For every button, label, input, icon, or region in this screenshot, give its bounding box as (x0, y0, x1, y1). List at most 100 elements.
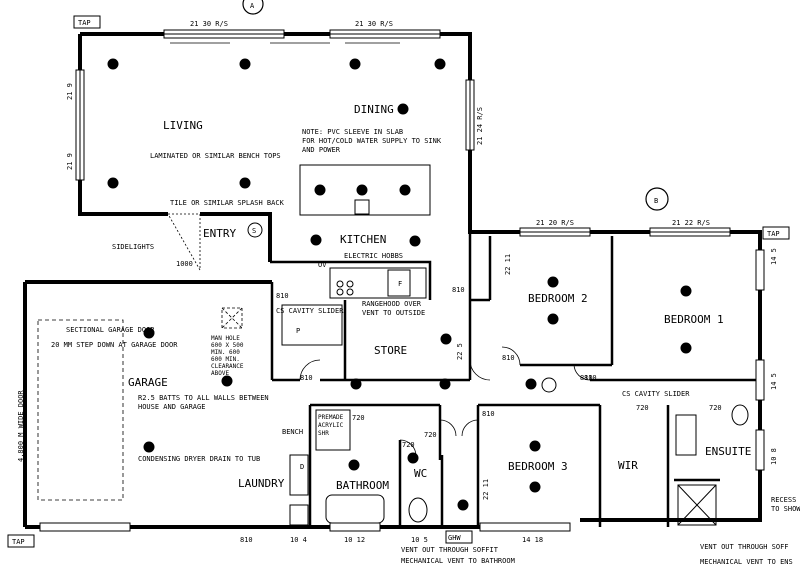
note-vent-soffit: VENT OUT THROUGH SOFFIT (401, 546, 499, 554)
note-premade-3: SHR (318, 430, 329, 437)
note-premade-2: ACRYLIC (318, 422, 344, 429)
note-sidelights: SIDELIGHTS (112, 243, 154, 251)
room-bedroom-3: BEDROOM 3 (508, 460, 568, 473)
dim-door: 810 (584, 374, 597, 382)
note-cavity-slider: CS CAVITY SLIDER (276, 307, 344, 315)
note-vent-soffit-ensuite: VENT OUT THROUGH SOFF (700, 543, 789, 551)
note-splash-back: TILE OR SIMILAR SPLASH BACK (170, 199, 285, 207)
note-dryer-drain: CONDENSING DRYER DRAIN TO TUB (138, 455, 260, 463)
dim-door: 720 (352, 414, 365, 422)
note-bench-tops: LAMINATED OR SIMILAR BENCH TOPS (150, 152, 281, 160)
dim-window-10: 10 8 (770, 448, 778, 465)
note-mech-vent-ensuite: MECHANICAL VENT TO ENS (700, 558, 793, 566)
dim-window-9: 14 5 (770, 373, 778, 390)
note-batts-2: HOUSE AND GARAGE (138, 403, 205, 411)
room-garage: GARAGE (128, 376, 168, 389)
note-manhole-1: MAN HOLE (211, 335, 240, 342)
section-label-a: A (250, 2, 255, 10)
room-bedroom-1: BEDROOM 1 (664, 313, 724, 326)
smoke-alarms (247, 222, 557, 393)
dim-door: 810 (276, 292, 289, 300)
tap-label: TAP (767, 230, 780, 238)
note-recess-1: RECESS (771, 496, 796, 504)
dim-door: 720 (709, 404, 722, 412)
tap-box (762, 226, 790, 240)
section-marker-a (242, 0, 264, 15)
note-cavity-slider-2: CS CAVITY SLIDER (622, 390, 690, 398)
room-entry: ENTRY (203, 227, 236, 240)
fixtures (281, 267, 749, 526)
dim-window-7: 21 22 R/S (672, 219, 710, 227)
interior-walls (270, 232, 760, 527)
dim-door: 720 (402, 441, 415, 449)
room-wir: WIR (618, 459, 638, 472)
garage-door-outline (37, 319, 124, 501)
note-door-width: 4,800 M WIDE DOOR (17, 390, 25, 462)
section-marker-b (645, 187, 669, 211)
dim-door: 810 (240, 536, 253, 544)
section-label-b: B (654, 197, 658, 205)
appliance-pantry-label: P (296, 327, 300, 335)
windows (39, 29, 765, 532)
tap-label: TAP (78, 19, 91, 27)
ghw-label: GHW (448, 534, 461, 542)
dim-window-8: 14 5 (770, 248, 778, 265)
note-recess-2: TO SHOW (771, 505, 800, 513)
room-kitchen: KITCHEN (340, 233, 386, 246)
dim-window-4: 21 9 (66, 83, 74, 100)
tap-label: TAP (12, 538, 25, 546)
dim-window-6: 21 20 R/S (536, 219, 574, 227)
note-rangehood-2: VENT TO OUTSIDE (362, 309, 425, 317)
kitchen-bench (329, 267, 427, 299)
note-manhole-6: ABOVE (211, 370, 229, 377)
dim-window-15: 10 12 (344, 536, 365, 544)
appliance-fridge-label: F (398, 280, 402, 288)
tap-box (73, 15, 101, 29)
note-manhole-5: CLEARANCE (211, 363, 244, 370)
note-batts-1: R2.5 BATTS TO ALL WALLS BETWEEN (138, 394, 269, 402)
dim-window-3: 21 24 R/S (476, 107, 484, 145)
room-laundry: LAUNDRY (238, 477, 285, 490)
note-pvc-line-1: NOTE: PVC SLEEVE IN SLAB (302, 128, 403, 136)
note-step-down: 20 MM STEP DOWN AT GARAGE DOOR (51, 341, 178, 349)
note-manhole-3: MIN. 600 (211, 349, 240, 356)
note-pvc-line-3: AND POWER (302, 146, 341, 154)
dim-window-12: 22 5 (456, 343, 464, 360)
smoke-alarm-label: S (252, 227, 256, 235)
note-electric-hobbs: ELECTRIC HOBBS (344, 252, 403, 260)
dim-door: 810 (502, 354, 515, 362)
dim-window-13: 22 11 (482, 479, 490, 500)
note-bench: BENCH (282, 428, 303, 436)
tap-boxes (7, 15, 790, 548)
dim-door: 810 (452, 286, 465, 294)
room-dining: DINING (354, 103, 394, 116)
note-manhole-2: 600 X 500 (211, 342, 244, 349)
dim-window-14: 10 4 (290, 536, 307, 544)
door-swings (167, 213, 591, 457)
note-rangehood-1: RANGEHOOD OVER (362, 300, 422, 308)
dim-door: 720 (636, 404, 649, 412)
ceiling-lights (107, 58, 692, 511)
dim-window-2: 21 30 R/S (355, 20, 393, 28)
room-bathroom: BATHROOM (336, 479, 389, 492)
dim-window-11: 22 11 (504, 254, 512, 275)
dim-door: 810 (580, 374, 593, 382)
dim-door: 720 (424, 431, 437, 439)
manhole (221, 307, 243, 329)
note-mech-vent-bathroom: MECHANICAL VENT TO BATHROOM (401, 557, 515, 565)
dim-window-17: 14 18 (522, 536, 543, 544)
room-wc: WC (414, 467, 427, 480)
kitchen-island (299, 164, 431, 216)
room-ensuite: ENSUITE (705, 445, 751, 458)
note-oven: OV (318, 261, 327, 269)
tap-box (445, 530, 473, 544)
appliance-dryer-label: D (300, 463, 304, 471)
dim-door-entry: 1000 (176, 260, 193, 268)
note-pvc-line-2: FOR HOT/COLD WATER SUPPLY TO SINK (302, 137, 442, 145)
note-premade-1: PREMADE (318, 414, 344, 421)
dim-window-16: 10 5 (411, 536, 428, 544)
dim-window-1: 21 30 R/S (190, 20, 228, 28)
note-sectional-door: SECTIONAL GARAGE DOOR (66, 326, 155, 334)
dim-window-5: 21 9 (66, 153, 74, 170)
